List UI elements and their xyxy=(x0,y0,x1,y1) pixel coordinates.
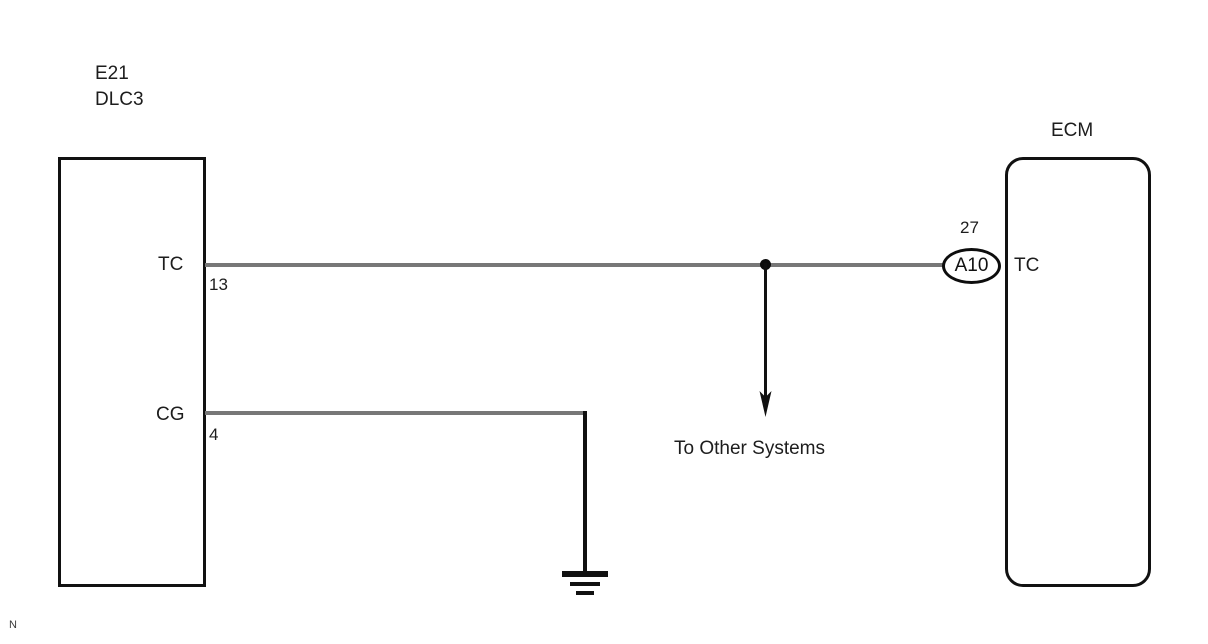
dlc3-name: DLC3 xyxy=(95,89,144,110)
ecm-connector-a10: A10 xyxy=(942,248,1001,284)
ground-bar-2 xyxy=(570,582,600,586)
dlc3-connector-box xyxy=(58,157,206,587)
dlc3-pin-number-13: 13 xyxy=(209,275,228,294)
ecm-box xyxy=(1005,157,1151,587)
wire-cg-vertical xyxy=(583,411,587,573)
ground-bar-1 xyxy=(562,571,608,577)
ecm-pin-number-27: 27 xyxy=(960,218,979,237)
dlc3-pin-number-4: 4 xyxy=(209,425,219,444)
dlc3-terminal-label-tc: TC xyxy=(158,254,184,275)
ground-bar-3 xyxy=(576,591,594,595)
wire-tc xyxy=(205,263,947,267)
branch-label-to-other-systems: To Other Systems xyxy=(674,438,825,459)
wire-cg-horizontal xyxy=(205,411,587,415)
ecm-terminal-label-tc: TC xyxy=(1014,255,1040,276)
dlc3-terminal-label-cg: CG xyxy=(156,404,185,425)
corner-mark: N xyxy=(9,619,17,631)
ecm-name: ECM xyxy=(1051,120,1094,141)
dlc3-connector-id: E21 xyxy=(95,63,129,84)
branch-arrow-to-other-systems xyxy=(759,263,772,417)
